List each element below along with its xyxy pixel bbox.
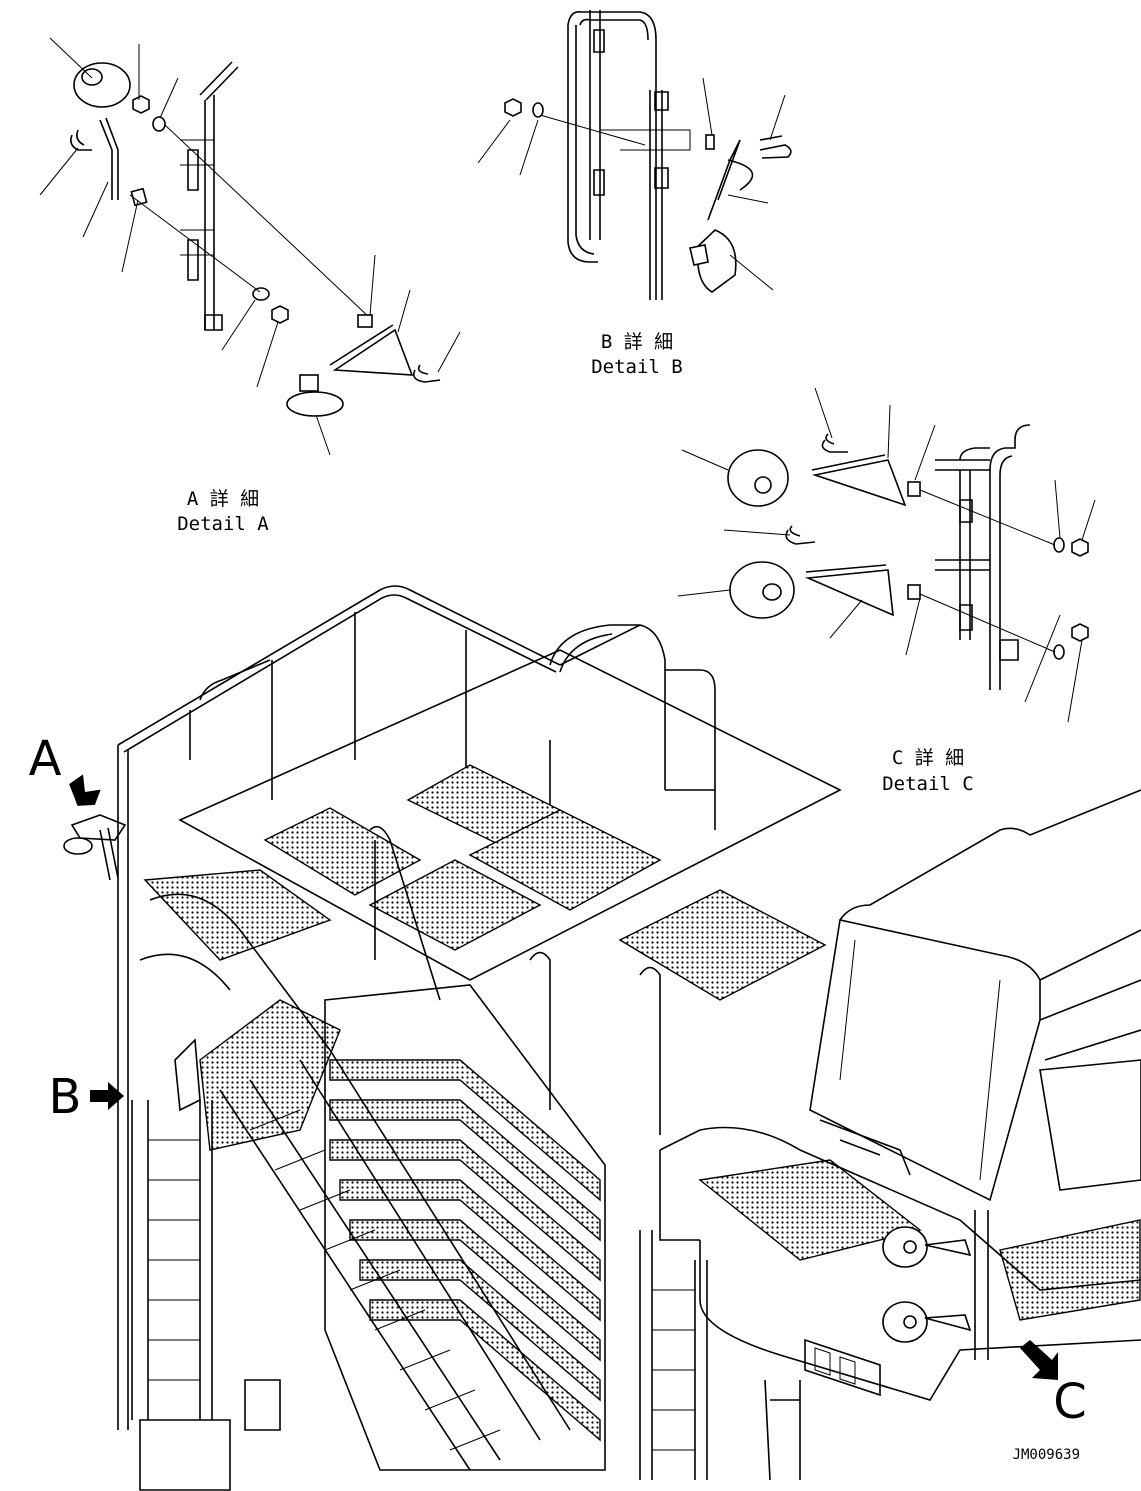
detail-c-drawing	[677, 387, 1096, 723]
callout-c-arrow-icon	[1020, 1340, 1058, 1380]
mirror-a	[73, 62, 131, 108]
callout-c-letter: C	[1053, 1374, 1087, 1430]
radiator-grille	[329, 1059, 601, 1442]
callout-a-letter: A	[29, 731, 62, 787]
machine-deck-view	[63, 585, 1141, 1491]
detail-b-drawing	[477, 10, 792, 300]
detail-c-caption: C 詳 細 Detail C	[882, 747, 974, 795]
detail-a-drawing	[39, 37, 461, 456]
detail-a-en-label: Detail A	[177, 513, 269, 535]
callout-b-arrow-icon	[90, 1082, 124, 1110]
callout-a: A	[29, 731, 101, 806]
detail-b-caption: B 詳 細 Detail B	[591, 331, 683, 378]
callout-a-arrow-icon	[69, 774, 101, 806]
detail-a-jp-label: A 詳 細	[187, 488, 259, 510]
callout-c: C	[1020, 1340, 1087, 1430]
detail-c-jp-label: C 詳 細	[892, 747, 964, 769]
drawing-number: JM009639	[1013, 1447, 1080, 1463]
callout-b: B	[49, 1069, 124, 1125]
detail-c-en-label: Detail C	[882, 773, 974, 795]
detail-a-caption: A 詳 細 Detail A	[177, 488, 269, 535]
detail-b-en-label: Detail B	[591, 356, 683, 378]
detail-b-jp-label: B 詳 細	[601, 331, 673, 353]
callout-b-letter: B	[49, 1069, 82, 1125]
